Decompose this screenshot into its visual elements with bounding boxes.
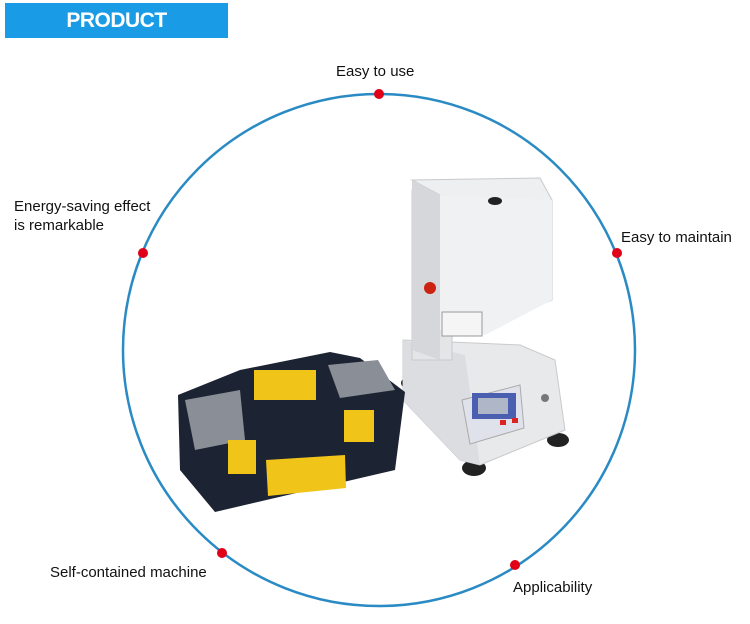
- feature-label-applicability: Applicability: [513, 579, 593, 596]
- section-title-banner: PRODUCT APPEARANCE: [5, 3, 228, 67]
- feature-label-easy-to-use: Easy to use: [336, 63, 415, 80]
- feature-dot-easy-to-maintain: [612, 248, 622, 258]
- melt-flow-tester-image: [401, 177, 569, 476]
- feature-dot-energy-saving: [138, 248, 148, 258]
- feature-dot-applicability: [510, 560, 520, 570]
- feature-label-easy-to-maintain: Easy to maintain: [621, 229, 732, 246]
- feature-label-energy-saving-line2: is remarkable: [14, 217, 105, 234]
- feature-dot-easy-to-use: [374, 89, 384, 99]
- feature-label-self-contained: Self-contained machine: [50, 564, 207, 581]
- feature-circle: [121, 92, 637, 608]
- toolbox-image: [178, 352, 405, 512]
- feature-label-energy-saving-line1: Energy-saving effect: [14, 198, 151, 215]
- feature-dot-self-contained: [217, 548, 227, 558]
